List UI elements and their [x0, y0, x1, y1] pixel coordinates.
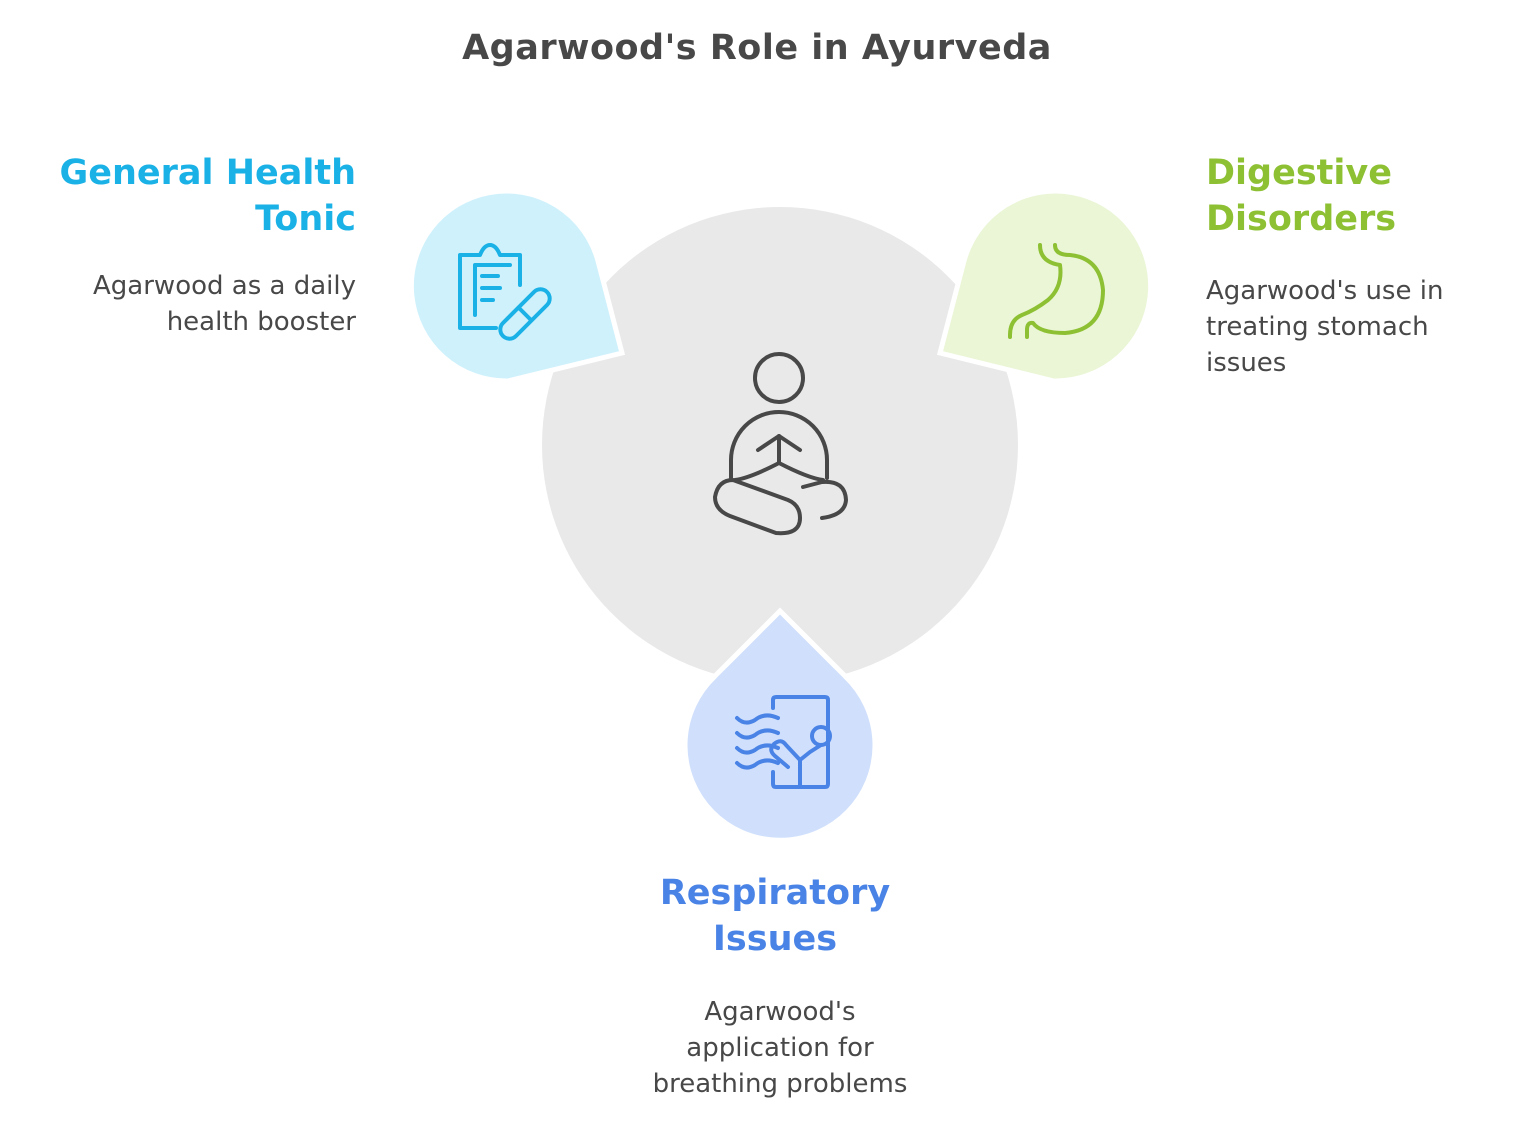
digestive-heading-line2: Disorders: [1206, 199, 1397, 239]
general-health-heading-line1: General Health: [59, 153, 356, 193]
general-health-heading-line2: Tonic: [255, 199, 356, 239]
page-title: Agarwood's Role in Ayurveda: [462, 28, 1052, 68]
digestive-desc-line1: Agarwood's use in: [1206, 276, 1444, 306]
general-health-heading: General Health Tonic: [20, 150, 356, 242]
respiratory-desc-line1: Agarwood's: [704, 997, 856, 1027]
general-health-description: Agarwood as a daily health booster: [20, 268, 356, 340]
general-health-drop: [408, 188, 626, 384]
meditation-person-icon: [713, 352, 848, 536]
general-health-desc-line1: Agarwood as a daily: [93, 271, 356, 301]
digestive-desc-line3: issues: [1206, 348, 1287, 378]
breathing-lungs-icon: [735, 695, 832, 789]
clipboard-pill-icon: [458, 243, 552, 341]
digestive-desc-line2: treating stomach: [1206, 312, 1429, 342]
respiratory-desc-line3: breathing problems: [652, 1069, 908, 1099]
respiratory-description: Agarwood's application for breathing pro…: [580, 994, 980, 1102]
stomach-icon: [1008, 243, 1105, 339]
digestive-heading: Digestive Disorders: [1206, 150, 1506, 242]
digestive-drop: [936, 188, 1154, 384]
general-health-desc-line2: health booster: [166, 307, 356, 337]
respiratory-heading-line2: Issues: [712, 919, 838, 959]
digestive-description: Agarwood's use in treating stomach issue…: [1206, 273, 1506, 381]
digestive-heading-line1: Digestive: [1206, 153, 1392, 193]
respiratory-heading: Respiratory Issues: [580, 870, 970, 962]
respiratory-heading-line1: Respiratory: [659, 873, 891, 913]
respiratory-desc-line2: application for: [686, 1033, 874, 1063]
